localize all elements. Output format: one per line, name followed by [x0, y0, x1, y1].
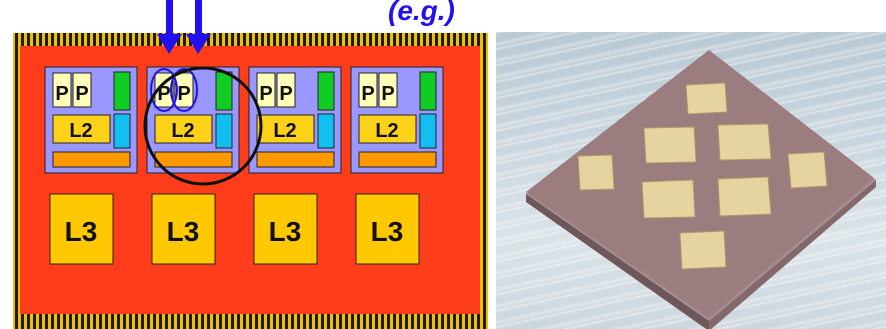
satellite-chip-right — [788, 152, 827, 188]
processor-label: P — [259, 83, 272, 105]
l2-label: L2 — [375, 120, 398, 142]
satellite-chip-left — [578, 155, 614, 190]
l3-label: L3 — [167, 216, 200, 247]
l2-label: L2 — [69, 120, 92, 142]
green-block — [318, 72, 334, 110]
cyan-block — [216, 114, 232, 148]
cyan-block — [318, 114, 334, 148]
interconnect-bar — [359, 152, 436, 167]
l3-label: L3 — [269, 216, 302, 247]
satellite-chip-bottom — [680, 231, 726, 269]
processor-label: P — [75, 83, 88, 105]
green-block — [420, 72, 436, 110]
l2-label: L2 — [171, 120, 194, 142]
interconnect-bar — [53, 152, 130, 167]
chip-package-photo — [496, 32, 886, 329]
green-block — [114, 72, 130, 110]
l3-label: L3 — [371, 216, 404, 247]
l3-label: L3 — [65, 216, 98, 247]
processor-label: P — [381, 83, 394, 105]
processor-label: P — [177, 83, 190, 105]
processor-label: P — [279, 83, 292, 105]
processor-label: P — [55, 83, 68, 105]
interconnect-bar — [257, 152, 334, 167]
title-fragment: (e.g.) — [388, 0, 455, 26]
main-chip — [644, 127, 696, 163]
main-chip — [718, 124, 771, 160]
l2-label: L2 — [273, 120, 296, 142]
interconnect-bar — [155, 152, 232, 167]
main-chip — [718, 177, 771, 216]
satellite-chip-top — [686, 83, 727, 114]
green-block — [216, 72, 232, 110]
main-chip — [642, 180, 695, 218]
cyan-block — [114, 114, 130, 148]
processor-label: P — [361, 83, 374, 105]
cyan-block — [420, 114, 436, 148]
